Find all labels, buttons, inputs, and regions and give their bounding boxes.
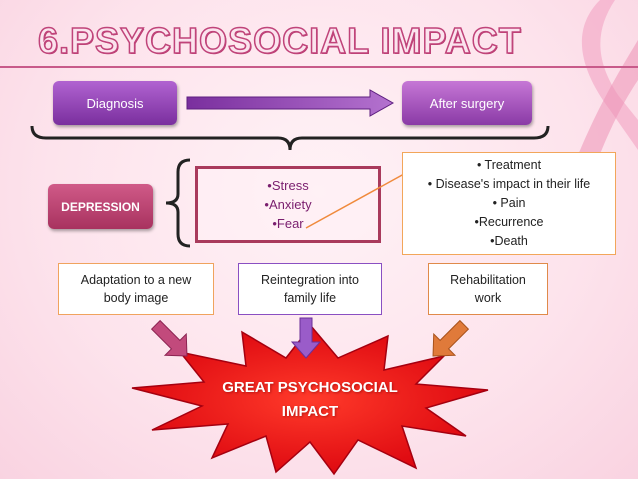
symptom-brace [165, 158, 191, 248]
pink-ribbon-icon [570, 0, 638, 175]
concern-item: •Death [490, 234, 528, 248]
depression-box: DEPRESSION [48, 184, 153, 229]
symptom-item: •Stress [267, 178, 309, 193]
arrow-down-icon [291, 317, 321, 359]
arrow-left-icon [150, 319, 188, 357]
concerns-box: • Treatment • Disease's impact in their … [402, 152, 616, 255]
after-surgery-box: After surgery [402, 81, 532, 125]
concern-item: • Pain [492, 196, 526, 210]
symptom-item: •Fear [272, 216, 304, 231]
connector-line [305, 173, 405, 229]
page-title: 6.PSYCHOSOCIAL IMPACT [37, 19, 522, 62]
concern-item: •Recurrence [474, 215, 544, 229]
timeline-bracket [30, 125, 550, 151]
impact-label: GREAT PSYCHOSOCIAL IMPACT [222, 379, 398, 420]
arrow-right-icon [432, 319, 470, 357]
concern-item: • Disease's impact in their life [427, 177, 591, 191]
symptoms-list: •Stress •Anxiety •Fear [195, 176, 381, 233]
diagnosis-box: Diagnosis [53, 81, 177, 125]
symptom-item: •Anxiety [264, 197, 312, 212]
timeline-arrow [186, 89, 395, 117]
title-divider [0, 66, 638, 68]
impact-starburst [131, 324, 489, 476]
concern-item: • Treatment [476, 158, 542, 172]
